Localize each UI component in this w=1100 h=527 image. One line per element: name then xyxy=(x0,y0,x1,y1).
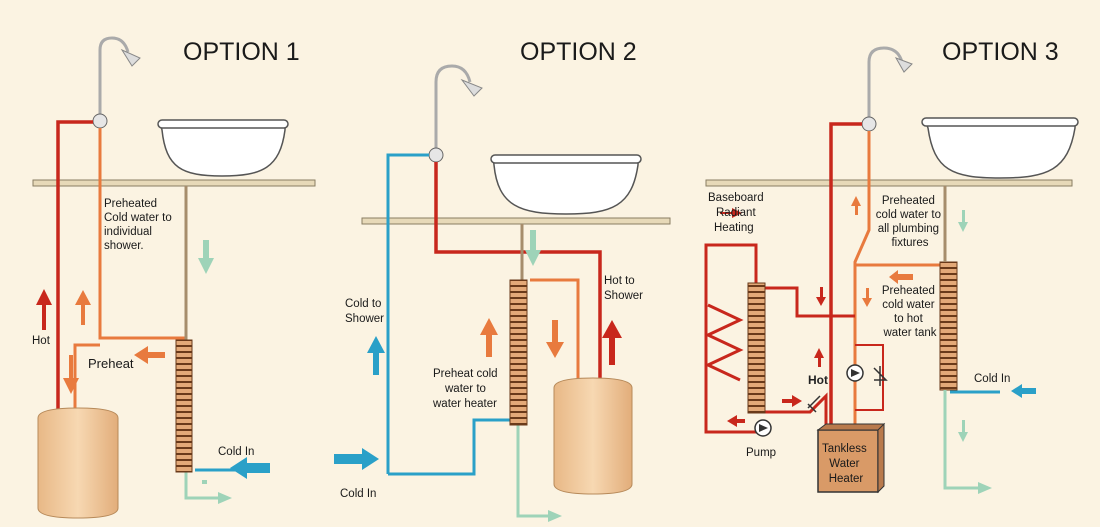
option1-hot-arrow xyxy=(36,289,52,330)
option2-drain-pipe xyxy=(516,425,550,518)
option3-counter xyxy=(705,179,1073,187)
option3-shower-head xyxy=(894,57,913,73)
option1-drain-arrow xyxy=(198,240,214,274)
option2-cold-to-shower-label: Cold to Shower xyxy=(345,298,385,325)
option1-left-arrow xyxy=(134,346,165,364)
option2-down-arrow xyxy=(546,320,564,358)
option2-hot-to-shower-label: Hot to Shower xyxy=(604,275,643,302)
option2-shower-pipe xyxy=(434,64,472,150)
option1-hot-pipe xyxy=(56,120,93,418)
option3-shower-pipe xyxy=(867,46,904,118)
option1-mixing-valve xyxy=(92,113,108,129)
option3-cold-in-label: Cold In xyxy=(974,373,1010,385)
option2-preheat-up-arrow xyxy=(480,318,498,357)
option2-tank xyxy=(553,377,633,495)
option2-counter xyxy=(361,217,671,225)
option3-hot-up-arrow xyxy=(814,348,824,367)
option1-title: OPTION 1 xyxy=(183,38,300,66)
option1-preheat-label: Preheat xyxy=(88,356,134,371)
option3-baseboard-label: Baseboard Radiant Heating xyxy=(708,192,767,234)
option3-pump-label: Pump xyxy=(746,447,776,459)
option1-hot-label: Hot xyxy=(32,335,51,347)
option3-heat-exchanger-left xyxy=(747,282,766,414)
option3-tank-label: Preheated cold water to hot water tank xyxy=(882,285,938,339)
option3-baseboard-arrow xyxy=(720,208,742,218)
option3-up-arrow xyxy=(851,196,861,215)
option3-sink xyxy=(923,119,1076,179)
option3-drain-arrow-top xyxy=(958,210,968,232)
option2-preheat-pipe xyxy=(530,278,580,382)
option2-sink xyxy=(492,156,639,215)
option3-left-arrow xyxy=(889,270,913,284)
option2-drain-arrow xyxy=(525,230,541,266)
option3-group: Tankless Water Heater Baseboard Radiant … xyxy=(704,46,1079,494)
option3-return-arrow xyxy=(727,415,745,427)
option1-cold-in-label: Cold In xyxy=(218,446,254,458)
option2-cold-up-arrow xyxy=(367,336,385,375)
option1-up-arrow xyxy=(75,290,91,325)
option3-baseboard-heater xyxy=(704,303,744,382)
option1-shower-pipe xyxy=(98,36,130,118)
option3-tankless-heater xyxy=(817,429,879,493)
option2-group: Cold to Shower Hot to Shower Preheat col… xyxy=(334,64,671,522)
option3-drain-arrow-bottom xyxy=(958,420,968,442)
option1-down-arrow xyxy=(63,355,79,394)
option3-cold-in-arrow xyxy=(1011,384,1036,398)
option3-heater-label: Tankless Water Heater xyxy=(822,443,870,485)
option1-counter xyxy=(32,179,316,187)
option3-hot-label: Hot xyxy=(808,373,828,387)
option1-group: Preheated Cold water to individual showe… xyxy=(32,36,316,519)
option1-preheated-label: Preheated Cold water to individual showe… xyxy=(104,198,175,252)
option2-hot-up-arrow xyxy=(602,320,622,365)
option1-heat-exchanger xyxy=(175,339,193,473)
option3-title: OPTION 3 xyxy=(942,38,1059,66)
option3-hot-pipe xyxy=(829,122,862,430)
option2-title: OPTION 2 xyxy=(520,38,637,66)
option1-shower-head xyxy=(120,48,141,67)
option1-preheat-pipe xyxy=(98,128,186,340)
option3-supply-arrow xyxy=(782,395,802,407)
option3-drain-pipe xyxy=(943,390,980,490)
option1-cold-arrow xyxy=(230,457,270,479)
option3-hot-down-arrow xyxy=(816,287,826,306)
option2-cold-pipe xyxy=(386,153,429,474)
option3-mixing-valve xyxy=(861,116,877,132)
option3-preheat-pipe xyxy=(853,131,871,430)
option1-tank xyxy=(37,407,119,519)
option2-cold-in-arrow xyxy=(334,448,379,470)
option2-hot-pipe xyxy=(434,162,602,382)
option2-shower-head xyxy=(460,78,483,97)
option3-preheat-down-arrow xyxy=(862,288,872,307)
option2-preheat-label: Preheat cold water to water heater xyxy=(432,368,501,410)
option3-fixtures-label: Preheated cold water to all plumbing fix… xyxy=(876,195,944,249)
option2-heat-exchanger xyxy=(509,279,528,426)
option2-mixing-valve xyxy=(428,147,444,163)
option2-cold-in-label: Cold In xyxy=(340,488,376,500)
option3-check-valve xyxy=(873,366,888,386)
option1-sink xyxy=(159,121,286,177)
option3-heat-exchanger-right xyxy=(939,261,958,391)
